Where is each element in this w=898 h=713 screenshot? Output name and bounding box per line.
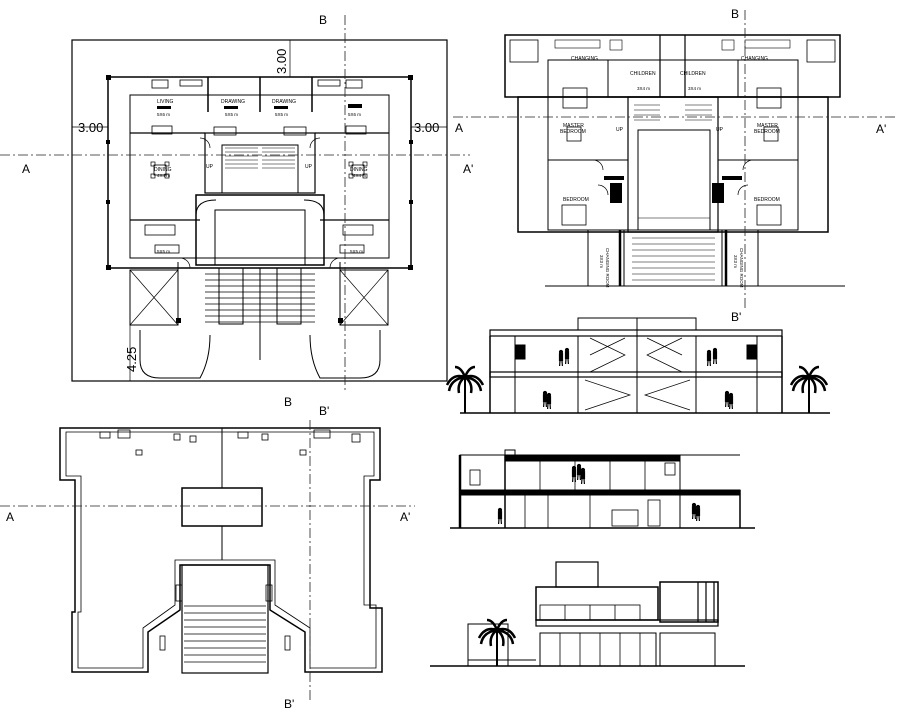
room-drawing-1-size: 5X5 m	[225, 112, 238, 117]
room-bedroom-2: BEDROOM	[754, 197, 780, 203]
roof-section-a-right: A'	[400, 510, 410, 524]
roof-plan-labels: B B' A A' B'	[6, 395, 410, 711]
roof-section-b-prime-top: B'	[319, 404, 329, 418]
section-mark-a-right: A'	[463, 162, 473, 176]
roof-section-b-top: B	[284, 395, 292, 409]
roof-section-b-prime-bottom: B'	[284, 697, 294, 711]
roof-section-a-left: A	[6, 510, 14, 524]
first-floor-plan	[504, 34, 845, 287]
ground-floor-plan	[71, 39, 448, 382]
room-changing-room-2: CHANGING ROOM	[739, 248, 744, 288]
room-drawing-1: DRAWING	[221, 99, 245, 105]
room-master-2b: BEDROOM	[754, 129, 780, 135]
room-master-2: MASTER	[757, 123, 778, 129]
room-master-1b: BEDROOM	[560, 129, 586, 135]
site-boundary	[71, 39, 448, 382]
room-master-1: MASTER	[563, 123, 584, 129]
room-children-2: CHILDREN	[680, 71, 706, 77]
section-elevation-2	[450, 449, 755, 529]
ff-section-b-bottom: B'	[731, 310, 741, 324]
ground-floor-labels: 3.00 3.00 3.00 4.25 A A' A B LIVING 5X6 …	[22, 13, 473, 372]
room-drawing-2: DRAWING	[272, 99, 296, 105]
section-mark-b-top: B	[319, 13, 327, 27]
room-changing-room-1: CHANGING ROOM	[605, 248, 610, 288]
room-changing-room-2-size: 3X3 m	[733, 255, 738, 268]
ff-stair-up-1: UP	[616, 127, 624, 133]
stair-up-2: UP	[305, 164, 313, 170]
section-elevation-1	[445, 317, 830, 415]
room-bedroom-1: BEDROOM	[563, 197, 589, 203]
room-children-1: CHILDREN	[630, 71, 656, 77]
room-living-size: 5X6 m	[157, 112, 170, 117]
dim-right: 3.00	[414, 120, 439, 135]
room-dining-2: DINING	[350, 167, 368, 173]
dim-bottom-left: 4.25	[124, 347, 139, 372]
room-right-top-size: 5X6 m	[348, 112, 361, 117]
room-kitchen-1-size: 5X5 m	[157, 249, 170, 254]
room-dining-1: DINING	[154, 167, 172, 173]
dim-top: 3.00	[274, 49, 289, 74]
room-changing-room-1-size: 3X3 m	[599, 255, 604, 268]
room-kitchen-2-size: 5X5 m	[350, 249, 363, 254]
room-changing-2: CHANGING	[741, 56, 768, 62]
dim-left: 3.00	[78, 120, 103, 135]
room-living: LIVING	[157, 99, 174, 105]
room-dining-2-size: 4X4 m	[353, 173, 366, 178]
room-dining-1-size: 4X4 m	[157, 173, 170, 178]
ff-section-b-top: B	[731, 7, 739, 21]
stair-up-1: UP	[206, 164, 214, 170]
ff-stair-up-2: UP	[716, 127, 724, 133]
section-cut-lines	[0, 10, 898, 700]
room-drawing-2-size: 5X5 m	[275, 112, 288, 117]
section-mark-a-left: A	[22, 162, 30, 176]
section-mark-a-mid: A	[455, 121, 463, 135]
room-changing-1: CHANGING	[571, 56, 598, 62]
roof-plan	[59, 427, 383, 674]
first-floor-labels: B B' A' CHANGING CHANGING CHILDREN 3X4 m…	[560, 7, 886, 324]
room-children-1-size: 3X4 m	[637, 86, 650, 91]
room-children-2-size: 3X4 m	[688, 86, 701, 91]
front-elevation	[430, 561, 745, 668]
ff-section-a-right: A'	[876, 122, 886, 136]
